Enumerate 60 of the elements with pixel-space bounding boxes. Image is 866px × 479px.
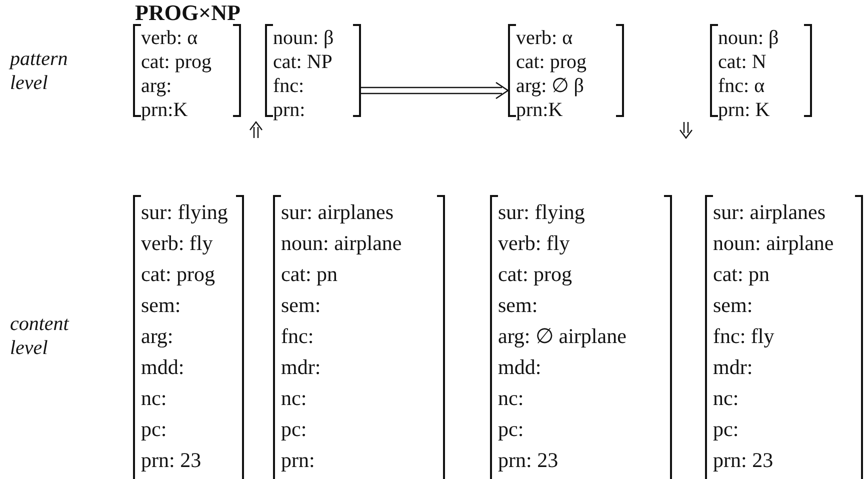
feature-matrix bbox=[133, 195, 244, 479]
feature-line: mdr: bbox=[281, 354, 321, 381]
feature-line: mdd: bbox=[141, 354, 184, 381]
feature-line: fnc: fly bbox=[713, 323, 774, 350]
level-label: pattern level bbox=[10, 47, 69, 95]
feature-line: cat: prog bbox=[141, 50, 212, 74]
feature-line: noun: β bbox=[718, 26, 779, 50]
feature-line: verb: fly bbox=[498, 230, 570, 257]
feature-line: nc: bbox=[281, 385, 307, 412]
feature-matrix bbox=[273, 195, 445, 479]
feature-line: prn: 23 bbox=[498, 447, 558, 474]
feature-line: prn:K bbox=[516, 98, 563, 122]
feature-line: cat: prog bbox=[516, 50, 587, 74]
feature-line: pc: bbox=[713, 416, 739, 443]
feature-line: prn: 23 bbox=[141, 447, 202, 474]
feature-line: sem: bbox=[713, 292, 753, 319]
feature-line: fnc: α bbox=[718, 74, 765, 98]
feature-line: nc: bbox=[713, 385, 739, 412]
feature-line: sur: airplanes bbox=[713, 199, 826, 226]
feature-line: prn: K bbox=[718, 98, 770, 122]
feature-line: pc: bbox=[498, 416, 524, 443]
feature-line: prn: 23 bbox=[713, 447, 774, 474]
feature-line: sem: bbox=[498, 292, 538, 319]
feature-line: sem: bbox=[141, 292, 181, 319]
feature-line: prn: bbox=[273, 98, 306, 122]
feature-line: noun: airplane bbox=[713, 230, 834, 257]
feature-line: fnc: bbox=[273, 74, 304, 98]
feature-line: cat: prog bbox=[498, 261, 572, 288]
feature-line: pc: bbox=[141, 416, 167, 443]
feature-matrix bbox=[490, 195, 672, 479]
feature-line: arg: ∅ β bbox=[516, 74, 584, 98]
feature-line: cat: N bbox=[718, 50, 766, 74]
feature-line: noun: airplane bbox=[281, 230, 402, 257]
feature-line: arg: bbox=[141, 74, 172, 98]
feature-line: mdd: bbox=[498, 354, 542, 381]
feature-line: verb: fly bbox=[141, 230, 213, 257]
feature-line: sem: bbox=[281, 292, 321, 319]
feature-line: nc: bbox=[141, 385, 167, 412]
level-label: content level bbox=[10, 312, 70, 360]
feature-line: cat: pn bbox=[281, 261, 338, 288]
feature-line: verb: α bbox=[141, 26, 198, 50]
feature-line: sur: flying bbox=[141, 199, 228, 226]
feature-line: cat: pn bbox=[713, 261, 770, 288]
feature-line: nc: bbox=[498, 385, 524, 412]
feature-line: sur: airplanes bbox=[281, 199, 394, 226]
feature-line: cat: prog bbox=[141, 261, 216, 288]
feature-matrix bbox=[705, 195, 863, 479]
feature-line: arg: ∅ airplane bbox=[498, 323, 626, 350]
feature-line: mdr: bbox=[713, 354, 753, 381]
feature-line: fnc: bbox=[281, 323, 314, 350]
feature-line: noun: β bbox=[273, 26, 334, 50]
feature-line: pc: bbox=[281, 416, 307, 443]
feature-line: prn:K bbox=[141, 98, 188, 122]
feature-line: cat: NP bbox=[273, 50, 332, 74]
feature-line: prn: bbox=[281, 447, 315, 474]
feature-line: verb: α bbox=[516, 26, 573, 50]
double-arrow bbox=[360, 82, 510, 100]
matrix-heading: PROG×NP bbox=[135, 0, 240, 26]
feature-line: sur: flying bbox=[498, 199, 585, 226]
feature-line: arg: bbox=[141, 323, 174, 350]
